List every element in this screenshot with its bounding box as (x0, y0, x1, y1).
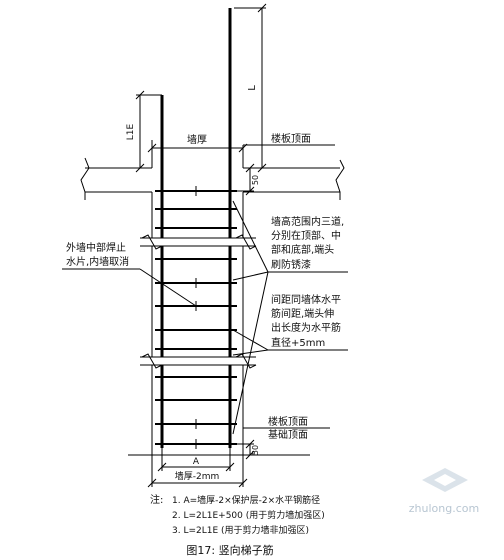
floor-slab-upper (80, 144, 345, 200)
leader-right-1b (232, 271, 269, 281)
dimension-bottom (147, 448, 248, 488)
leader-right-2b (232, 349, 269, 356)
dimension-L (234, 3, 267, 173)
watermark-diamond-inner (434, 474, 456, 486)
floor-slab-lower (128, 427, 330, 456)
watermark-text: zhulong.com (409, 502, 479, 515)
dim-50b-tick-b (245, 450, 255, 460)
dim-wall2-tick-l (147, 478, 157, 488)
dim-wall2-tick-r (238, 478, 248, 488)
break-symbol-2l (141, 353, 163, 369)
note-item-2: 2. L=2L1E+500 (用于剪力墙加强区) (172, 509, 325, 521)
floor-top-lower-label: 楼板顶面 (268, 415, 308, 428)
annotation-right-1-line: 分别在顶部、中 (271, 229, 341, 242)
annotation-right-2-line: 出长度为水平筋 (271, 321, 341, 334)
dim-L1E-tick-bot (135, 163, 145, 173)
dim-L-tick-bot (257, 163, 267, 173)
leader-right-2 (232, 329, 269, 351)
dim-wall-tick-r (238, 143, 248, 153)
dimension-50-bottom (237, 439, 255, 460)
annotation-right-2-line: 筋间距,端头伸 (271, 307, 334, 320)
dim-50b-tick-a (245, 439, 255, 449)
wall-break-gap-1 (140, 238, 255, 246)
dim-A-label: A (193, 457, 200, 467)
break-symbol-1l (141, 234, 163, 250)
dim-50-bottom-label: 50 (251, 445, 260, 455)
dimension-L1E (135, 90, 162, 173)
slab-break-right (335, 159, 345, 200)
dim-L-tick-top (257, 3, 267, 13)
dim-50t-tick-a (245, 163, 255, 173)
dim-50t-tick-b (245, 186, 255, 196)
dimension-50-top (237, 163, 255, 196)
annotation-left-line: 水片,内墙取消 (66, 255, 129, 268)
break-symbol-1r (235, 234, 257, 250)
annotation-left-line: 外墙中部焊止 (66, 241, 126, 254)
dim-wall-minus-label: 墙厚-2mm (175, 470, 220, 482)
dimension-wall-thickness (147, 140, 248, 168)
dim-L1E-tick-top (135, 90, 145, 100)
note-item-1: 1. A=墙厚-2×保护层-2×水平钢筋径 (172, 494, 320, 506)
dim-wall-thickness-label: 墙厚 (187, 133, 207, 146)
dim-wall-tick-l (147, 143, 157, 153)
dim-50-top-label: 50 (251, 175, 260, 185)
dim-L1E-label: L1E (126, 123, 136, 140)
note-item-3: 3. L=2L1E (用于剪力墙非加强区) (172, 524, 309, 536)
dim-A-tick-l (157, 462, 167, 472)
floor-top-upper-label: 楼板顶面 (271, 132, 311, 145)
annotation-right-1-line: 墙高范围内三道, (271, 215, 344, 228)
slab-break-left (80, 157, 90, 200)
dim-L-label: L (247, 85, 258, 91)
leader-left (139, 268, 197, 307)
notes-prefix: 注: (150, 493, 163, 506)
annotation-right-2-line: 直径+5mm (271, 336, 325, 349)
watermark-diamond (422, 468, 468, 492)
dim-A-tick-r (225, 462, 235, 472)
annotation-right-2-line: 间距同墙体水平 (271, 293, 341, 306)
watermark-logo-icon (422, 468, 468, 492)
annotation-right-1-line: 部和底部,端头 (271, 243, 334, 256)
annotation-right-1-line: 刷防锈漆 (271, 258, 311, 271)
horizontal-rungs (155, 190, 237, 445)
break-symbol-2r (235, 353, 257, 369)
wall-break-gap-2 (140, 357, 255, 365)
leader-right-1 (232, 200, 269, 273)
figure-caption: 图17: 竖向梯子筋 (186, 543, 273, 557)
foundation-top-label: 基础顶面 (268, 428, 308, 441)
annotation-leaders (62, 200, 348, 435)
wall-break-symbols (140, 234, 257, 369)
